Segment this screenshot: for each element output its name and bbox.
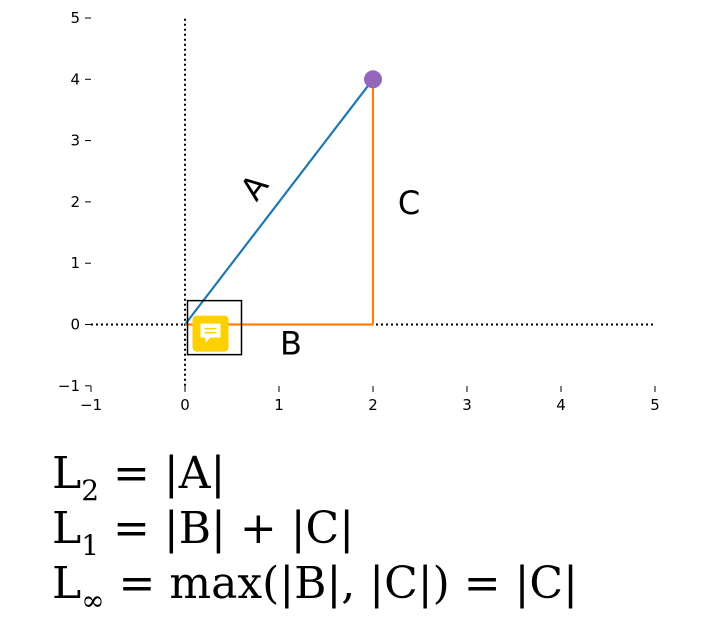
chat-icon bbox=[192, 315, 229, 352]
formula-body: = |B| + |C| bbox=[99, 503, 355, 554]
formula-subscript: 2 bbox=[81, 474, 100, 507]
data-point bbox=[364, 70, 382, 89]
formula-l1: L1 = |B| + |C| bbox=[52, 507, 354, 560]
formula-subscript: ∞ bbox=[81, 584, 105, 617]
formula-l2: L2 = |A| bbox=[52, 452, 225, 505]
segment-a bbox=[184, 78, 374, 326]
formula-body: = |A| bbox=[99, 448, 226, 499]
y-tick-label: 1 bbox=[70, 254, 80, 272]
y-tick-label: 0 bbox=[70, 316, 80, 334]
x-tick-label: 4 bbox=[556, 396, 566, 414]
x-tick-label: 2 bbox=[368, 396, 378, 414]
formula-linf: L∞ = max(|B|, |C|) = |C| bbox=[52, 562, 578, 615]
x-tick-label: 3 bbox=[462, 396, 472, 414]
y-tick-label: 2 bbox=[70, 193, 80, 211]
x-tick-label: −1 bbox=[80, 396, 102, 414]
segment-label: B bbox=[280, 325, 302, 363]
x-tick-label: 1 bbox=[274, 396, 284, 414]
icon-highlight-box bbox=[186, 299, 243, 356]
x-tick-label: 0 bbox=[180, 396, 190, 414]
segment-label: C bbox=[398, 184, 420, 222]
formula-body: = max(|B|, |C|) = |C| bbox=[104, 558, 578, 609]
segment-label: A bbox=[233, 167, 277, 208]
y-tick-label: 5 bbox=[70, 9, 80, 27]
y-tick-label: 3 bbox=[70, 132, 80, 150]
formula-symbol: L bbox=[52, 558, 82, 609]
y-tick-label: 4 bbox=[70, 70, 80, 88]
formula-symbol: L bbox=[52, 448, 82, 499]
x-tick-label: 5 bbox=[650, 396, 660, 414]
formula-subscript: 1 bbox=[81, 529, 100, 562]
distance-chart: −1 0 1 2 3 4 5 −1 0 1 2 3 4 5 A B C bbox=[58, 9, 660, 414]
y-tick-label: −1 bbox=[58, 377, 80, 395]
formula-symbol: L bbox=[52, 503, 82, 554]
